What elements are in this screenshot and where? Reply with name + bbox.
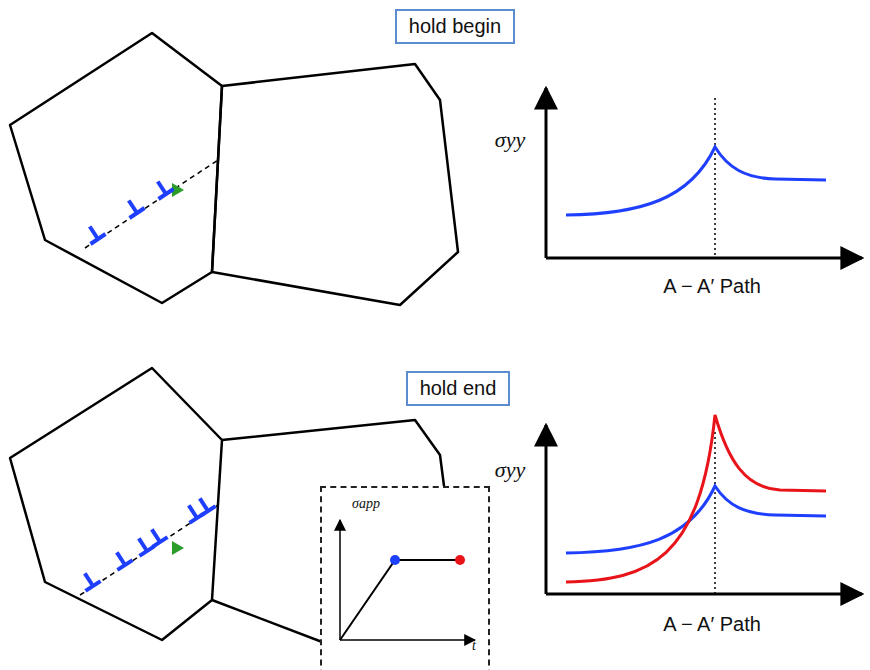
crack-tip — [172, 541, 184, 555]
axis-label: σyy — [495, 127, 525, 153]
dislocation-symbol — [77, 569, 100, 591]
inset-axis — [340, 639, 475, 641]
boundary-line — [714, 98, 716, 258]
load-history — [340, 560, 460, 640]
stress-curve — [566, 486, 826, 553]
node-text: σapp — [352, 496, 380, 512]
grain — [212, 600, 330, 645]
node-text: hold end — [420, 377, 497, 400]
axis-label: σyy — [495, 457, 525, 483]
stress-curve — [566, 415, 826, 582]
boundary-line — [714, 432, 716, 594]
dislocation-symbol — [131, 534, 154, 556]
dislocation-symbol — [109, 548, 132, 570]
dislocation-symbol — [121, 196, 144, 218]
dislocations — [77, 177, 215, 591]
axis-label: A − A′ Path — [663, 613, 761, 636]
dislocation-symbol — [82, 222, 105, 244]
slip-line — [85, 160, 218, 248]
slip-line — [80, 505, 218, 595]
stress-curve — [566, 147, 826, 215]
axis-label: A − A′ Path — [663, 275, 761, 298]
label-box: hold end — [406, 371, 511, 406]
y-axis — [545, 88, 548, 258]
dislocation-symbol — [192, 494, 215, 516]
node-text: t — [472, 638, 476, 654]
node-text: hold begin — [409, 15, 501, 38]
dislocation-symbol — [144, 525, 167, 547]
grain — [10, 33, 222, 303]
hold-end-dot — [455, 555, 465, 565]
x-axis — [546, 593, 862, 596]
hold-begin-dot — [390, 555, 400, 565]
inset-panel: σapp t — [320, 486, 490, 670]
x-axis — [546, 257, 862, 260]
y-axis — [545, 425, 548, 594]
grain — [10, 368, 222, 640]
label-box: hold begin — [395, 9, 515, 44]
grain — [212, 64, 458, 305]
dislocation-symbol — [150, 177, 173, 199]
inset-ground — [320, 486, 490, 670]
inset-axis — [339, 520, 341, 640]
